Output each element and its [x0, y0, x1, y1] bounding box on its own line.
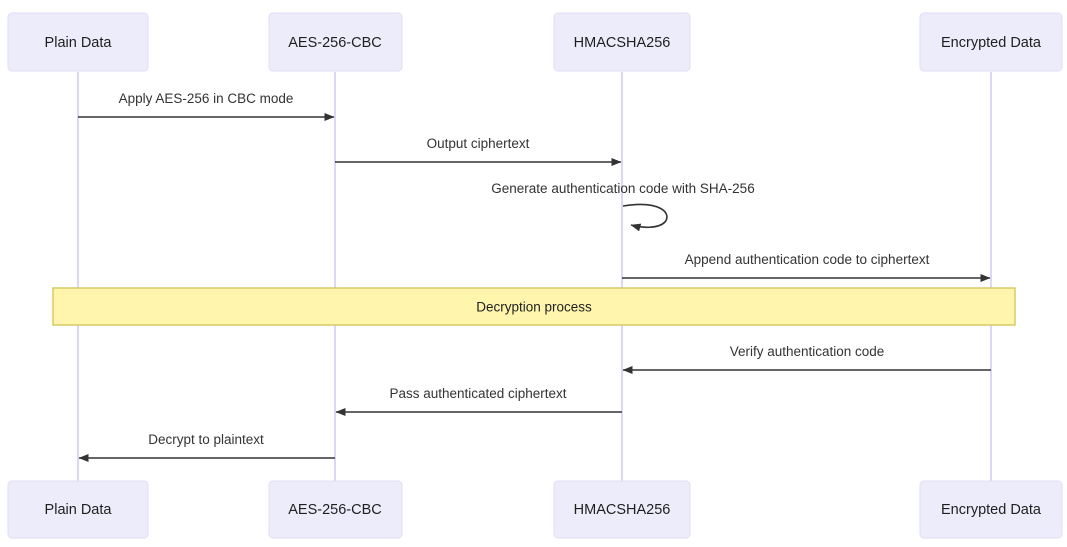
- participant-footer-plain[interactable]: Plain Data: [7, 480, 149, 539]
- participant-label-aes-top: AES-256-CBC: [288, 35, 381, 51]
- message-decrypt-to-plaintext[interactable]: Decrypt to plaintext: [78, 432, 335, 462]
- participant-header-aes[interactable]: AES-256-CBC: [268, 12, 403, 72]
- note-label-decryption-process: Decryption process: [476, 300, 592, 315]
- message-verify-authentication-code[interactable]: Verify authentication code: [622, 344, 991, 374]
- participant-box-aes-top[interactable]: [268, 12, 403, 72]
- participant-header-enc[interactable]: Encrypted Data: [919, 12, 1063, 72]
- participant-label-plain-top: Plain Data: [45, 35, 113, 51]
- message-generate-authentication-code-with-sha-256[interactable]: Generate authentication code with SHA-25…: [491, 181, 755, 232]
- participant-label-enc-bottom: Encrypted Data: [941, 502, 1042, 518]
- participant-label-hmac-bottom: HMACSHA256: [574, 502, 671, 518]
- participant-header-hmac[interactable]: HMACSHA256: [553, 12, 691, 72]
- participant-box-enc-bottom[interactable]: [919, 480, 1063, 539]
- participant-header-plain[interactable]: Plain Data: [7, 12, 149, 72]
- message-label-m7: Decrypt to plaintext: [148, 432, 264, 447]
- participant-footer-aes[interactable]: AES-256-CBC: [268, 480, 403, 539]
- participant-box-hmac-bottom[interactable]: [553, 480, 691, 539]
- note-decryption-process: Decryption process: [52, 287, 1016, 326]
- participant-footer-hmac[interactable]: HMACSHA256: [553, 480, 691, 539]
- message-label-m5: Verify authentication code: [730, 344, 885, 359]
- participant-box-plain-bottom[interactable]: [7, 480, 149, 539]
- message-label-m2: Output ciphertext: [427, 136, 530, 151]
- message-append-authentication-code-to-ciphertext[interactable]: Append authentication code to ciphertext: [622, 252, 991, 282]
- lifelines: [77, 72, 992, 482]
- message-label-m6: Pass authenticated ciphertext: [389, 386, 566, 401]
- message-selfloop-m3[interactable]: [622, 203, 668, 232]
- message-pass-authenticated-ciphertext[interactable]: Pass authenticated ciphertext: [335, 386, 622, 416]
- message-label-m4: Append authentication code to ciphertext: [685, 252, 930, 267]
- participant-footer-enc[interactable]: Encrypted Data: [919, 480, 1063, 539]
- message-output-ciphertext[interactable]: Output ciphertext: [335, 136, 622, 166]
- participant-label-enc-top: Encrypted Data: [941, 35, 1042, 51]
- participant-box-aes-bottom[interactable]: [268, 480, 403, 539]
- participant-label-plain-bottom: Plain Data: [45, 502, 113, 518]
- message-label-m3: Generate authentication code with SHA-25…: [491, 181, 754, 196]
- participant-box-enc-top[interactable]: [919, 12, 1063, 72]
- note-box-decryption-process: [52, 287, 1016, 326]
- participant-label-hmac-top: HMACSHA256: [574, 35, 671, 51]
- participant-box-plain-top[interactable]: [7, 12, 149, 72]
- participant-label-aes-bottom: AES-256-CBC: [288, 502, 381, 518]
- message-label-m1: Apply AES-256 in CBC mode: [119, 91, 294, 106]
- participant-box-hmac-top[interactable]: [553, 12, 691, 72]
- message-apply-aes-256-in-cbc-mode[interactable]: Apply AES-256 in CBC mode: [78, 91, 335, 121]
